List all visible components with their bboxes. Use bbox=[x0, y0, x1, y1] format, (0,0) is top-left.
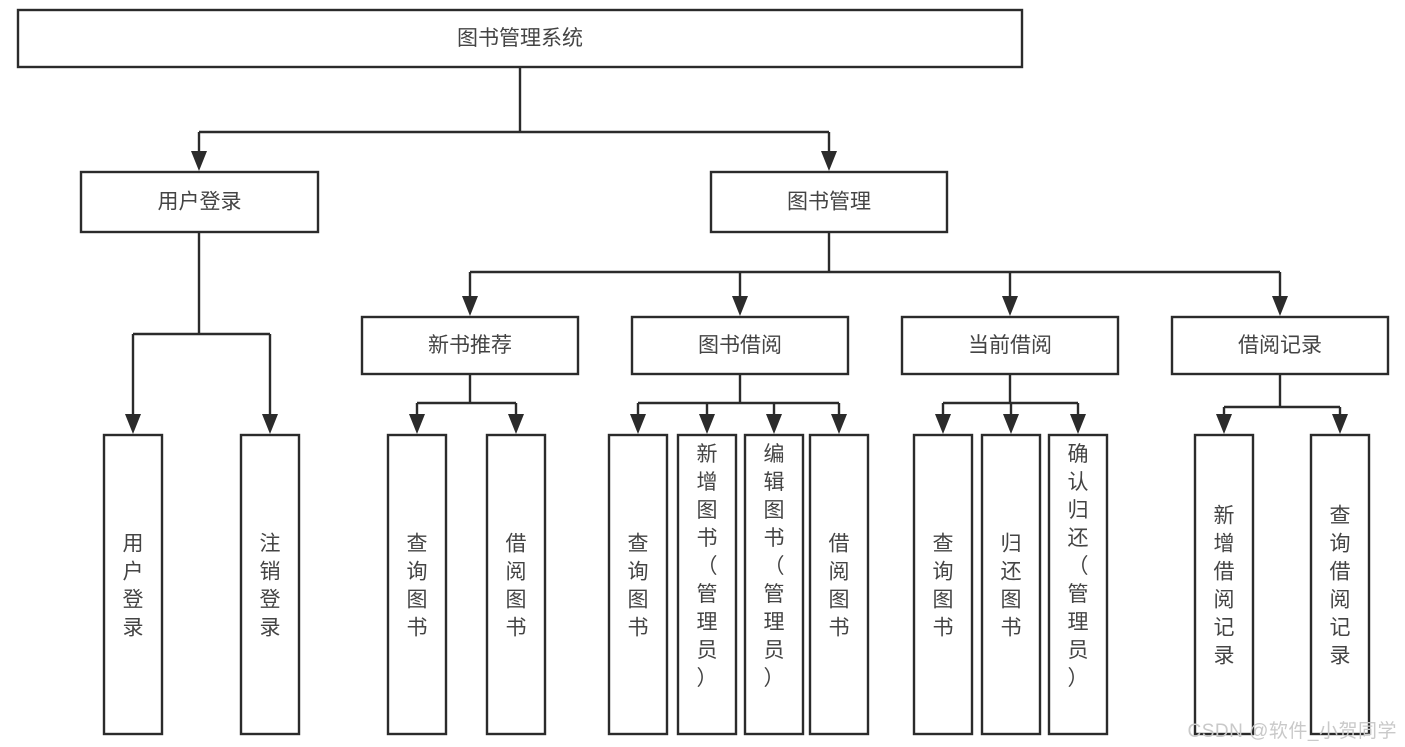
node-label-leaf-add-book: 新增图书（管理员） bbox=[697, 443, 718, 690]
connector-layer bbox=[125, 67, 1348, 434]
connector-group-borrow-record-to-leaves bbox=[1216, 374, 1348, 434]
node-leaf-query-book-rec[interactable]: 查询图书 bbox=[386, 433, 448, 736]
node-borrow-record[interactable]: 借阅记录 bbox=[1170, 315, 1390, 376]
node-label-leaf-return-book: 归还图书 bbox=[1001, 533, 1022, 640]
node-label-current-borrow: 当前借阅 bbox=[968, 334, 1052, 357]
node-label-leaf-borrow-book: 借阅图书 bbox=[829, 533, 850, 640]
node-label-new-book-rec: 新书推荐 bbox=[428, 334, 512, 357]
node-label-leaf-user-logout: 注销登录 bbox=[260, 533, 281, 640]
node-book-borrow[interactable]: 图书借阅 bbox=[630, 315, 850, 376]
node-leaf-query-book-cur[interactable]: 查询图书 bbox=[912, 433, 974, 736]
node-label-leaf-query-book-cur: 查询图书 bbox=[933, 533, 954, 640]
node-leaf-add-record[interactable]: 新增借阅记录 bbox=[1193, 433, 1255, 736]
node-label-leaf-query-book: 查询图书 bbox=[628, 533, 649, 640]
node-root[interactable]: 图书管理系统 bbox=[16, 8, 1024, 69]
node-label-user-login: 用户登录 bbox=[158, 191, 242, 214]
node-new-book-rec[interactable]: 新书推荐 bbox=[360, 315, 580, 376]
connector-group-book-borrow-to-leaves bbox=[630, 374, 847, 434]
connector-group-book-manage-to-level2 bbox=[462, 232, 1288, 316]
node-label-borrow-record: 借阅记录 bbox=[1238, 334, 1322, 357]
node-label-leaf-query-record: 查询借阅记录 bbox=[1330, 505, 1351, 668]
node-leaf-user-logout[interactable]: 注销登录 bbox=[239, 433, 301, 736]
node-label-leaf-add-record: 新增借阅记录 bbox=[1214, 505, 1235, 668]
node-label-book-manage: 图书管理 bbox=[787, 191, 871, 214]
node-leaf-confirm-return[interactable]: 确认归还（管理员） bbox=[1047, 433, 1109, 736]
node-current-borrow[interactable]: 当前借阅 bbox=[900, 315, 1120, 376]
node-user-login[interactable]: 用户登录 bbox=[79, 170, 320, 234]
node-leaf-borrow-book[interactable]: 借阅图书 bbox=[808, 433, 870, 736]
csdn-watermark: CSDN @软件_小贺同学 bbox=[1187, 721, 1397, 742]
node-book-manage[interactable]: 图书管理 bbox=[709, 170, 949, 234]
node-leaf-edit-book[interactable]: 编辑图书（管理员） bbox=[743, 433, 805, 736]
connector-group-root-to-level1 bbox=[191, 67, 837, 171]
node-label-book-borrow: 图书借阅 bbox=[698, 334, 782, 357]
node-label-leaf-edit-book: 编辑图书（管理员） bbox=[764, 443, 785, 690]
node-label-root: 图书管理系统 bbox=[457, 27, 583, 50]
connector-group-user-login-to-leaves bbox=[125, 232, 278, 434]
node-label-leaf-borrow-book-rec: 借阅图书 bbox=[506, 533, 527, 640]
node-label-leaf-confirm-return: 确认归还（管理员） bbox=[1068, 443, 1089, 690]
connector-group-new-book-rec-to-leaves bbox=[409, 374, 524, 434]
node-label-leaf-user-login: 用户登录 bbox=[123, 533, 144, 640]
connector-group-current-borrow-to-leaves bbox=[935, 374, 1086, 434]
node-leaf-return-book[interactable]: 归还图书 bbox=[980, 433, 1042, 736]
node-leaf-borrow-book-rec[interactable]: 借阅图书 bbox=[485, 433, 547, 736]
node-leaf-add-book[interactable]: 新增图书（管理员） bbox=[676, 433, 738, 736]
node-leaf-query-record[interactable]: 查询借阅记录 bbox=[1309, 433, 1371, 736]
node-leaf-user-login[interactable]: 用户登录 bbox=[102, 433, 164, 736]
node-label-leaf-query-book-rec: 查询图书 bbox=[407, 533, 428, 640]
node-layer: 图书管理系统用户登录图书管理新书推荐图书借阅当前借阅借阅记录用户登录注销登录查询… bbox=[16, 8, 1390, 736]
node-leaf-query-book[interactable]: 查询图书 bbox=[607, 433, 669, 736]
